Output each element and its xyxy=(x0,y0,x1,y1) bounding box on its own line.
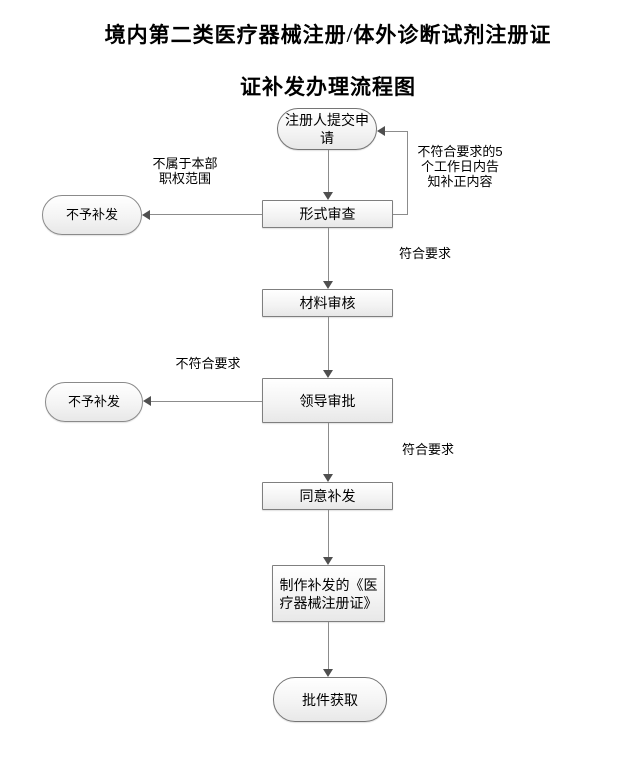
arrowhead-down-formal-icon xyxy=(323,192,333,200)
make-certificate-node: 制作补发的《医 疗器械注册证》 xyxy=(272,565,385,622)
connector-formal-to-material xyxy=(328,228,329,281)
leader-approval-node: 领导审批 xyxy=(262,378,393,423)
arrowhead-down-agree-icon xyxy=(323,474,333,482)
connector-feedback-bottom xyxy=(393,214,408,215)
connector-feedback-top xyxy=(385,131,408,132)
start-node-label: 注册人提交申 请 xyxy=(285,112,369,146)
no-reissue-top-label: 不予补发 xyxy=(65,207,118,222)
arrowhead-down-leader-icon xyxy=(323,370,333,378)
connector-leader-to-agree xyxy=(328,423,329,474)
arrowhead-down-make-icon xyxy=(323,557,333,565)
connector-make-to-obtain xyxy=(328,622,329,669)
connector-leader-to-noreissue xyxy=(151,401,262,402)
label-not-in-scope: 不属于本部 职权范围 xyxy=(152,156,218,186)
leader-approval-label: 领导审批 xyxy=(299,392,356,409)
page-title: 境内第二类医疗器械注册/体外诊断试剂注册证 证补发办理流程图 xyxy=(43,22,613,100)
material-review-node: 材料审核 xyxy=(262,289,393,317)
label-notify-correction: 不符合要求的5 个工作日内告 知补正内容 xyxy=(417,144,503,189)
start-node: 注册人提交申 请 xyxy=(277,108,377,150)
label-meets-requirements-1: 符合要求 xyxy=(398,246,451,261)
agree-reissue-node: 同意补发 xyxy=(262,482,393,510)
no-reissue-node-mid: 不予补发 xyxy=(45,382,143,422)
connector-start-to-formal xyxy=(328,150,329,192)
formal-review-node: 形式审查 xyxy=(262,200,393,228)
arrowhead-left-noreissue-mid-icon xyxy=(143,396,151,406)
arrowhead-left-start-icon xyxy=(377,126,385,136)
obtain-approval-label: 批件获取 xyxy=(302,691,358,708)
formal-review-label: 形式审查 xyxy=(299,206,356,222)
arrowhead-down-obtain-icon xyxy=(323,669,333,677)
arrowhead-down-material-icon xyxy=(323,281,333,289)
arrowhead-left-noreissue-top-icon xyxy=(142,210,150,220)
connector-feedback-vertical xyxy=(407,131,408,215)
connector-material-to-leader xyxy=(328,317,329,370)
label-not-meets-requirements: 不符合要求 xyxy=(175,356,241,371)
connector-agree-to-make xyxy=(328,510,329,557)
make-certificate-label: 制作补发的《医 疗器械注册证》 xyxy=(279,576,378,611)
obtain-approval-node: 批件获取 xyxy=(273,677,387,722)
label-meets-requirements-2: 符合要求 xyxy=(401,442,454,457)
page-title-line2: 证补发办理流程图 xyxy=(240,75,416,99)
no-reissue-node-top: 不予补发 xyxy=(42,195,142,235)
agree-reissue-label: 同意补发 xyxy=(299,488,356,504)
page-title-line1: 境内第二类医疗器械注册/体外诊断试剂注册证 xyxy=(104,23,552,47)
material-review-label: 材料审核 xyxy=(299,295,356,311)
no-reissue-mid-label: 不予补发 xyxy=(67,394,120,409)
connector-formal-to-noreissue xyxy=(150,214,262,215)
